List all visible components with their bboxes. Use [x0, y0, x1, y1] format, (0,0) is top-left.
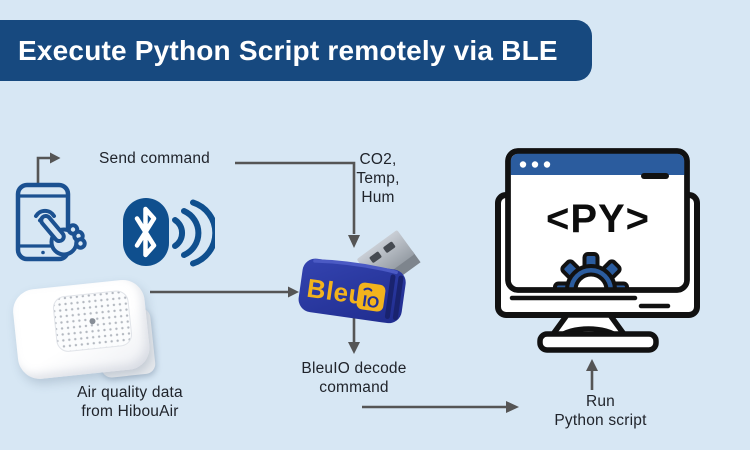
send-command-label: Send command [99, 150, 210, 167]
signal-waves-icon [172, 199, 215, 267]
arrow-run-up [586, 359, 598, 390]
browser-titlebar [510, 153, 685, 175]
decode-command-label: BleuIO decode command [301, 360, 407, 396]
redirect-arrow-icon [36, 152, 61, 186]
python-monitor-icon: <PY> [495, 148, 700, 353]
sensor-center-dot [89, 317, 96, 325]
sensor-data-label: CO2, Temp, Hum [356, 151, 400, 206]
air-quality-label: Air quality data from HibouAir [77, 384, 183, 420]
arrow-send-command [235, 161, 360, 248]
dongle-badge-label: IO [361, 293, 380, 312]
air-quality-sensor-image [10, 277, 161, 395]
sensor-body [10, 277, 152, 382]
arrow-sensor-to-dongle [150, 286, 299, 298]
bezel-lines [509, 295, 671, 309]
run-script-label: Run Python script [554, 393, 647, 429]
touch-hand [39, 213, 87, 257]
bleuio-dongle-image: Bleu IO [298, 230, 421, 324]
smartphone-touch-icon [15, 182, 87, 262]
py-code-label: <PY> [546, 197, 650, 241]
dongle-body: Bleu IO [298, 258, 406, 324]
titlebar-dots-icon [519, 161, 551, 168]
header-banner: Execute Python Script remotely via BLE [0, 20, 592, 81]
arrow-decode-to-run [362, 401, 519, 413]
gear-icon [553, 252, 629, 289]
sensor-grille [51, 289, 134, 354]
page-title: Execute Python Script remotely via BLE [18, 34, 558, 66]
monitor-base [537, 331, 659, 353]
bluetooth-icon [123, 198, 215, 267]
